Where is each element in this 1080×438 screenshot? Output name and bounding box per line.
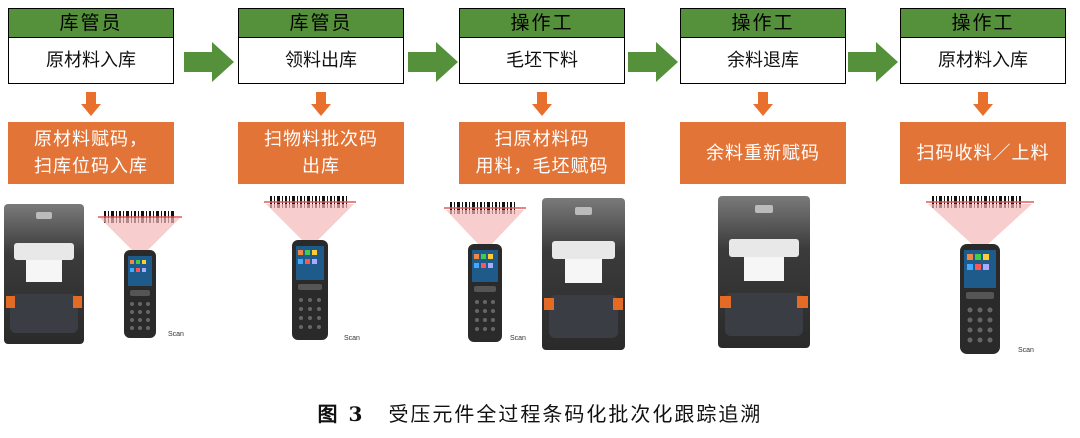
step-1-role-box: 库管员 原材料入库 [8, 8, 174, 84]
step-3-action: 扫原材料码 用料，毛坯赋码 [459, 122, 625, 184]
figure-caption: 图 3 受压元件全过程条码化批次化跟踪追溯 [0, 398, 1080, 427]
printer-image [718, 196, 810, 348]
step-2-role: 库管员 [239, 9, 403, 38]
step-3-role: 操作工 [460, 9, 624, 38]
step-4-task: 余料退库 [727, 50, 799, 71]
scan-label: Scan [168, 331, 184, 338]
flow-arrow-icon [408, 42, 458, 82]
down-arrow-icon [311, 92, 331, 116]
scanner-device [124, 250, 156, 338]
step-2-role-box: 库管员 领料出库 [238, 8, 404, 84]
step-2-action: 扫物料批次码 出库 [238, 122, 404, 184]
flow-arrow-icon [184, 42, 234, 82]
printer-image [542, 198, 625, 350]
scan-label: Scan [510, 335, 526, 342]
scan-label: Scan [1018, 347, 1034, 354]
step-3-role-box: 操作工 毛坯下料 [459, 8, 625, 84]
step-1-role: 库管员 [9, 9, 173, 38]
handheld-scanner-image: Scan [440, 196, 530, 350]
step-2-task: 领料出库 [285, 50, 357, 71]
printer-image [4, 204, 84, 344]
step-5-role-box: 操作工 原材料入库 [900, 8, 1066, 84]
flow-arrow-icon [848, 42, 898, 82]
scan-label: Scan [344, 335, 360, 342]
handheld-scanner-image: Scan [920, 190, 1040, 364]
step-4-role-box: 操作工 余料退库 [680, 8, 846, 84]
flow-arrow-icon [628, 42, 678, 82]
step-5-action: 扫码收料／上料 [900, 122, 1066, 184]
handheld-scanner-image: Scan [94, 204, 186, 346]
handheld-scanner-image: Scan [258, 190, 362, 350]
figure-number: 图 3 [317, 402, 365, 426]
down-arrow-icon [973, 92, 993, 116]
step-1-action: 原材料赋码， 扫库位码入库 [8, 122, 174, 184]
step-5-role: 操作工 [901, 9, 1065, 38]
step-4-action: 余料重新赋码 [680, 122, 846, 184]
down-arrow-icon [753, 92, 773, 116]
down-arrow-icon [81, 92, 101, 116]
figure-caption-text: 受压元件全过程条码化批次化跟踪追溯 [388, 402, 763, 426]
step-1-task: 原材料入库 [46, 50, 136, 71]
step-3-task: 毛坯下料 [506, 50, 578, 71]
step-4-role: 操作工 [681, 9, 845, 38]
step-5-task: 原材料入库 [938, 50, 1028, 71]
down-arrow-icon [532, 92, 552, 116]
